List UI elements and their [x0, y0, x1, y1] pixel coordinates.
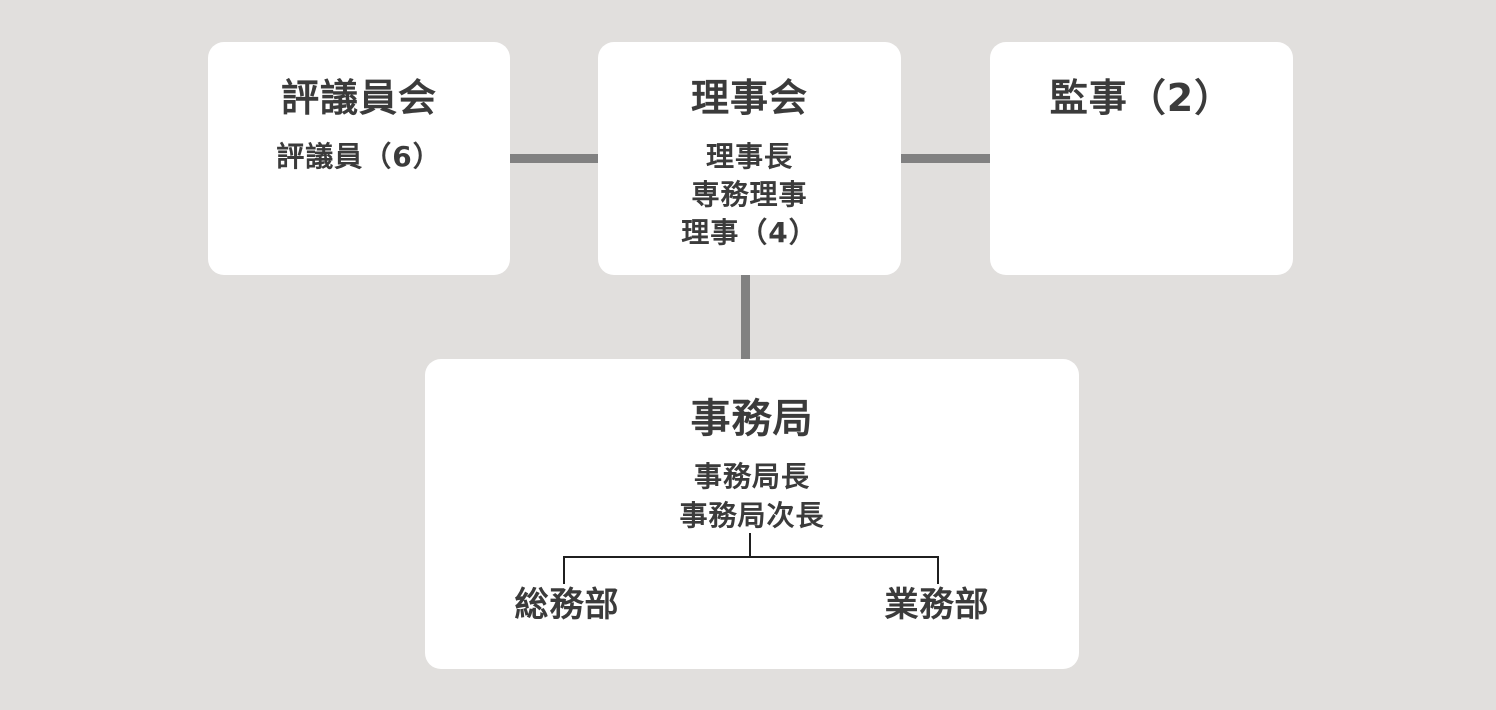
secretariat-members: 事務局長 事務局次長	[425, 457, 1079, 535]
board-member-executive-director: 専務理事	[691, 178, 808, 211]
connector-board-secretariat	[741, 275, 750, 359]
node-council: 評議員会 評議員（6）	[208, 42, 510, 275]
node-auditors: 監事（2）	[990, 42, 1293, 275]
department-general-affairs: 総務部	[514, 585, 620, 625]
secretariat-member-deputy-director: 事務局次長	[679, 499, 825, 532]
council-member: 評議員（6）	[276, 140, 442, 173]
council-members: 評議員（6）	[208, 138, 510, 176]
tree-drop-line-right	[937, 556, 939, 584]
connector-board-auditors	[901, 154, 990, 163]
node-secretariat: 事務局 事務局長 事務局次長 総務部 業務部	[425, 359, 1079, 669]
council-title: 評議員会	[280, 76, 437, 120]
board-title: 理事会	[690, 76, 808, 120]
board-member-directors: 理事（4）	[681, 216, 818, 249]
secretariat-member-director: 事務局長	[693, 460, 810, 493]
board-member-chairman: 理事長	[705, 140, 793, 173]
tree-horizontal-line	[563, 556, 939, 558]
connector-council-board	[510, 154, 598, 163]
auditors-title: 監事（2）	[1049, 76, 1234, 120]
tree-drop-line-left	[563, 556, 565, 584]
node-board: 理事会 理事長 専務理事 理事（4）	[598, 42, 901, 275]
board-members: 理事長 専務理事 理事（4）	[598, 138, 901, 252]
tree-stub-line	[749, 533, 751, 557]
secretariat-title: 事務局	[690, 396, 814, 442]
department-operations: 業務部	[884, 585, 990, 625]
